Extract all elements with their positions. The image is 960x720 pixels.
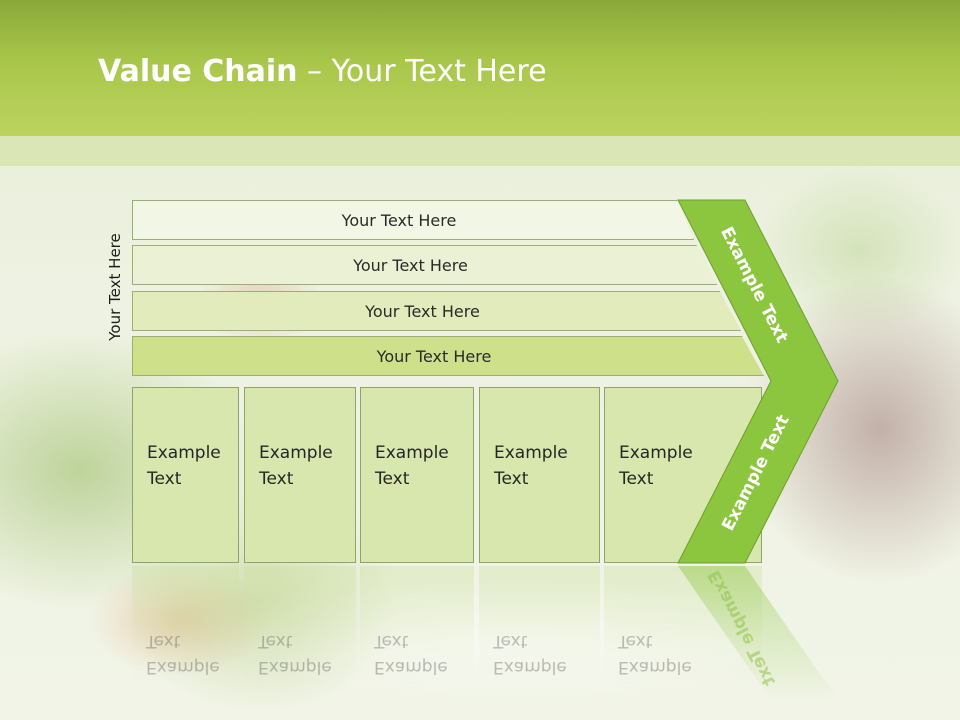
band-2-label: Your Text Here (353, 255, 468, 275)
band-1-label: Your Text Here (341, 210, 457, 230)
primary-activity-box-4[interactable]: Example Text (479, 387, 600, 563)
support-band-4[interactable]: Your Text Here (132, 336, 764, 376)
slide-title[interactable]: Value Chain – Your Text Here (98, 54, 547, 89)
header-divider-band (0, 136, 960, 166)
box-1-line-1: Example (147, 443, 221, 463)
support-band-1[interactable]: Your Text Here (132, 200, 694, 240)
box-4-line-2: Text (494, 469, 529, 489)
margin-chevron[interactable] (677, 199, 839, 564)
primary-activity-box-2[interactable]: Example Text (244, 387, 356, 563)
box-5-line-1: Example (619, 443, 693, 463)
title-header-bar (0, 0, 960, 136)
box-2-line-1: Example (259, 443, 333, 463)
primary-activity-box-1[interactable]: Example Text (132, 387, 239, 563)
support-band-3[interactable]: Your Text Here (132, 291, 741, 331)
title-bold-part: Value Chain (98, 54, 298, 89)
support-band-2[interactable]: Your Text Here (132, 245, 717, 285)
box-5-line-2: Text (619, 469, 654, 489)
margin-chevron-reflection (678, 566, 838, 700)
box-4-line-1: Example (494, 443, 568, 463)
band-3-label: Your Text Here (365, 301, 480, 321)
title-rest-part: – Your Text Here (297, 54, 547, 89)
box-3-line-1: Example (375, 443, 449, 463)
box-2-line-2: Text (259, 469, 294, 489)
band-4-label: Your Text Here (376, 346, 492, 366)
primary-activity-box-3[interactable]: Example Text (360, 387, 474, 563)
box-3-line-2: Text (375, 469, 410, 489)
box-1-line-2: Text (147, 469, 182, 489)
